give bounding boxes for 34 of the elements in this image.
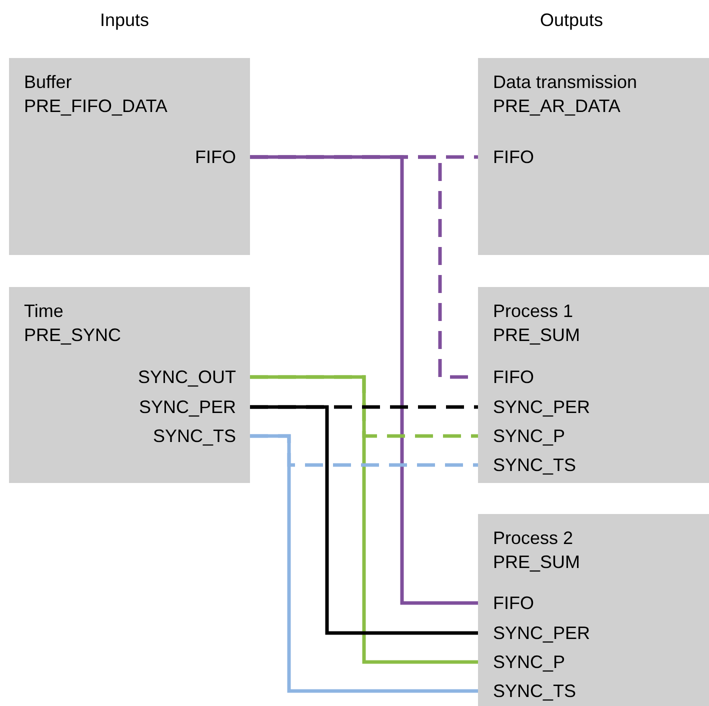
port-label: SYNC_TS (152, 423, 250, 449)
port-label: SYNC_OUT (138, 364, 250, 390)
component-box (478, 58, 709, 255)
port-label: SYNC_TS (478, 452, 576, 478)
port-label: FIFO (478, 144, 534, 170)
port-label: SYNC_PER (478, 620, 590, 646)
component-title: Time (24, 300, 64, 323)
component-title: PRE_SUM (493, 324, 580, 347)
component-title: PRE_FIFO_DATA (24, 95, 168, 118)
component-title: PRE_AR_DATA (493, 95, 622, 118)
port-label: SYNC_PER (138, 394, 250, 420)
component-box (9, 287, 250, 483)
component-title: Process 2 (493, 527, 574, 550)
port-label: SYNC_TS (478, 678, 576, 704)
component-box (478, 514, 709, 706)
connector-line (250, 405, 478, 635)
connector-line (250, 155, 478, 605)
connector-line (250, 375, 478, 664)
component-box (478, 287, 709, 483)
connector-line (250, 434, 478, 693)
port-label: FIFO (195, 144, 250, 170)
component-title: Data transmission (493, 71, 638, 94)
component-title: PRE_SYNC (24, 324, 122, 347)
component-box (9, 58, 250, 255)
component-title: PRE_SUM (493, 551, 580, 574)
port-label: FIFO (478, 590, 534, 616)
port-label: SYNC_P (478, 423, 566, 449)
component-title: Buffer (24, 71, 73, 94)
port-label: SYNC_PER (478, 394, 590, 420)
column-heading: Outputs (540, 10, 604, 31)
component-title: Process 1 (493, 300, 574, 323)
column-heading: Inputs (100, 10, 150, 31)
port-label: SYNC_P (478, 649, 566, 675)
port-label: FIFO (478, 364, 534, 390)
